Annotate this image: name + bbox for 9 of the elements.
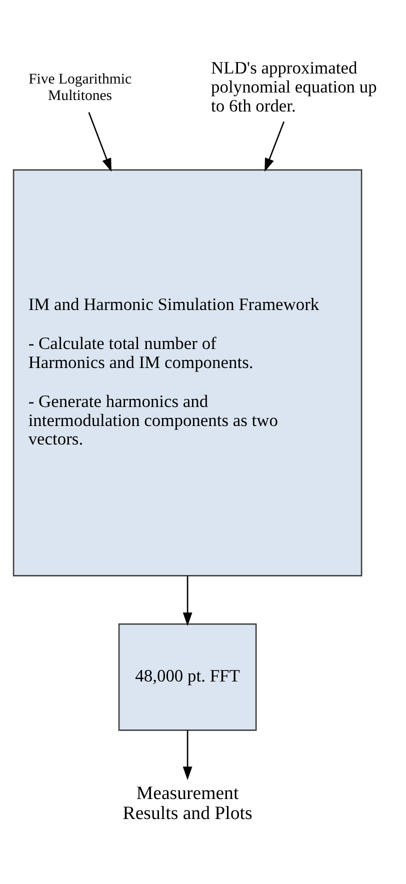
arrow	[88, 112, 112, 172]
node-box: IM and Harmonic Simulation Framework - Calculate total number of Harmonics and IM components. - Generate harmonics and intermodulation components as two vectors.	[12, 169, 362, 576]
node-text: Five Logarithmic Multitones	[28, 72, 132, 104]
node-text: NLD's approximated polynomial equation up to 6th order.	[211, 58, 377, 116]
arrow	[264, 121, 285, 172]
arrow	[182, 576, 192, 626]
node-box: 48,000 pt. FFT	[118, 623, 257, 731]
arrow	[182, 730, 192, 780]
node-text: Measurement Results and Plots	[122, 782, 252, 824]
